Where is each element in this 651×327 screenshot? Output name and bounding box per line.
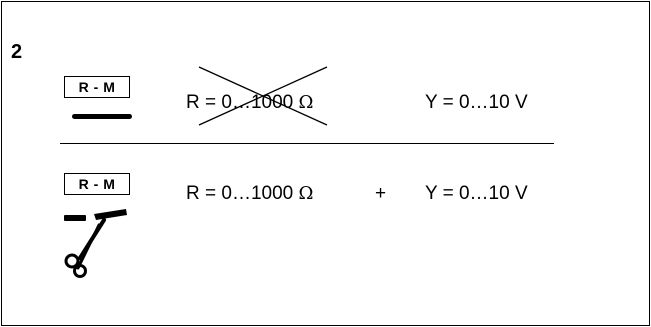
voltage-range-old: Y = 0…10 V bbox=[425, 92, 528, 113]
terminal-label-rm-old: R - M bbox=[64, 76, 130, 98]
resistance-value-old: 0…1000 bbox=[221, 92, 294, 113]
separator-line bbox=[60, 143, 554, 144]
resistance-prefix-new: R = bbox=[186, 183, 222, 204]
scissors-icon bbox=[64, 209, 127, 278]
ohm-symbol-new: Ω bbox=[298, 183, 314, 204]
wire-bridge-icon bbox=[72, 114, 132, 119]
resistance-value-new: 0…1000 bbox=[221, 183, 294, 204]
x-cross-icon bbox=[198, 66, 328, 126]
terminal-label-rm-new: R - M bbox=[64, 173, 130, 195]
ohm-symbol-old: Ω bbox=[298, 92, 314, 113]
resistance-prefix-old: R = bbox=[186, 92, 222, 113]
voltage-range-new: Y = 0…10 V bbox=[425, 183, 528, 204]
plus-sign: + bbox=[375, 183, 387, 204]
resistance-range-old: R = 0…1000 Ω bbox=[186, 92, 313, 114]
resistance-range-new: R = 0…1000 Ω bbox=[186, 183, 313, 205]
step-number: 2 bbox=[11, 41, 23, 63]
